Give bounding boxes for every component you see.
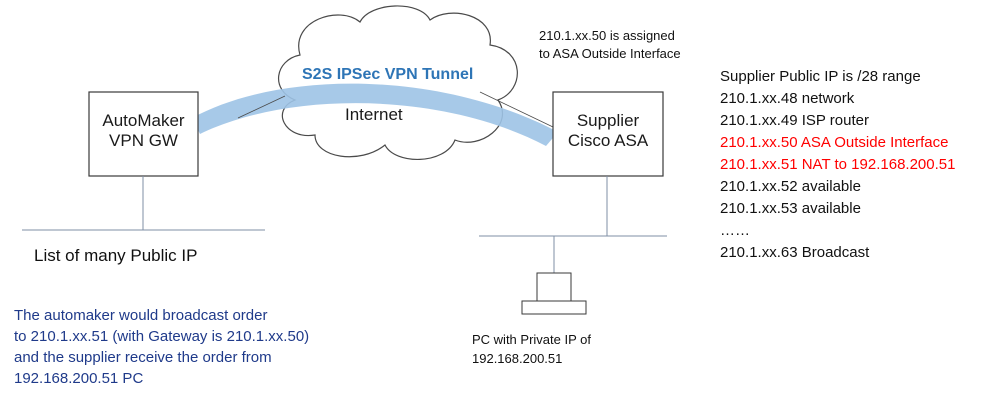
automaker-gw-label: AutoMaker VPN GW xyxy=(89,111,198,150)
tunnel-thin-line-right xyxy=(479,91,554,128)
pc-base-icon xyxy=(521,300,587,315)
tunnel-label: S2S IPSec VPN Tunnel xyxy=(302,66,474,83)
pc-monitor-icon xyxy=(536,272,572,302)
supplier-asa-box xyxy=(552,91,664,177)
asa-note-line2: to ASA Outside Interface xyxy=(539,46,681,61)
order-flow-explanation: The automaker would broadcast order to 2… xyxy=(14,305,309,389)
internet-label: Internet xyxy=(345,105,403,124)
ip-row: 210.1.xx.52 available xyxy=(720,178,861,195)
explanation-line: The automaker would broadcast order xyxy=(14,307,268,324)
explanation-line: 192.168.200.51 PC xyxy=(14,370,144,387)
ip-row: 210.1.xx.48 network xyxy=(720,90,855,107)
supplier-asa-label: Supplier Cisco ASA xyxy=(553,111,663,150)
vpn-tunnel-band xyxy=(192,83,558,146)
ip-row: 210.1.xx.63 Broadcast xyxy=(720,244,870,261)
pc-label-line2: 192.168.200.51 xyxy=(472,351,563,366)
explanation-line: to 210.1.xx.51 (with Gateway is 210.1.xx… xyxy=(14,328,310,345)
automaker-gw-line1: AutoMaker xyxy=(102,111,185,130)
automaker-gw-line2: VPN GW xyxy=(109,130,178,150)
supplier-asa-line2: Cisco ASA xyxy=(567,130,649,150)
automaker-gw-box xyxy=(88,91,199,177)
pc-label-line1: PC with Private IP of xyxy=(472,332,591,347)
asa-note-line1: 210.1.xx.50 is assigned xyxy=(539,28,675,43)
internet-cloud xyxy=(278,5,518,160)
ip-row-highlighted: 210.1.xx.51 NAT to 192.168.200.51 xyxy=(720,156,956,173)
ip-row-highlighted: 210.1.xx.50 ASA Outside Interface xyxy=(720,134,949,151)
supplier-asa-line1: Supplier xyxy=(576,111,640,130)
pc-label: PC with Private IP of 192.168.200.51 xyxy=(472,330,591,368)
ip-row: 210.1.xx.53 available xyxy=(720,200,861,217)
public-ip-list: Supplier Public IP is /28 range 210.1.xx… xyxy=(720,66,955,264)
ip-row: …… xyxy=(720,222,750,239)
public-ip-list-label: List of many Public IP xyxy=(34,246,198,265)
ip-list-title: Supplier Public IP is /28 range xyxy=(720,68,921,85)
tunnel-thin-line-left xyxy=(237,95,286,119)
ip-row: 210.1.xx.49 ISP router xyxy=(720,112,869,129)
asa-assignment-note: 210.1.xx.50 is assigned to ASA Outside I… xyxy=(539,27,681,63)
explanation-line: and the supplier receive the order from xyxy=(14,349,272,366)
